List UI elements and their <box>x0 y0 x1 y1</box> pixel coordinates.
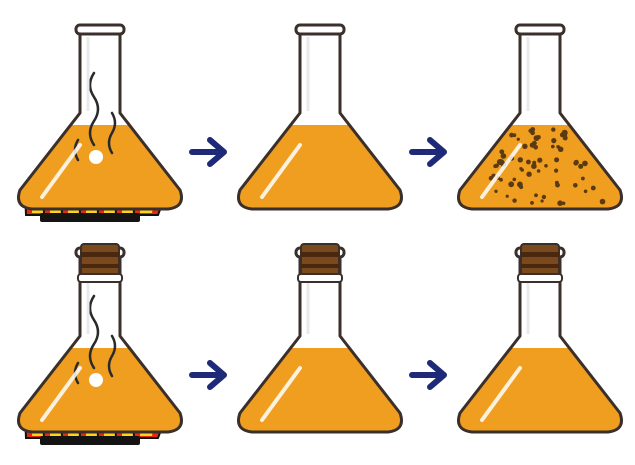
right-arrow-icon <box>409 137 447 167</box>
boiling-open-flask <box>17 23 183 222</box>
liquid <box>458 125 622 209</box>
microbial-growth-icon <box>488 127 606 206</box>
glass-highlight <box>40 143 82 199</box>
boiling-stoppered-flask <box>17 243 183 445</box>
glass-highlight <box>260 143 302 199</box>
liquid <box>238 125 402 209</box>
glass-highlight <box>480 143 522 199</box>
liquid <box>18 125 182 209</box>
flask-outline <box>457 31 623 211</box>
cork-stopper-icon <box>297 243 343 283</box>
cork-stopper-icon <box>77 243 123 283</box>
burner-base-icon <box>40 436 140 445</box>
flask-lip <box>294 23 346 36</box>
cooled-stoppered-flask <box>237 243 403 434</box>
liquid <box>238 348 402 432</box>
glass-highlight <box>40 366 82 422</box>
open-flask-sequence <box>17 23 623 222</box>
flask-outline <box>17 254 183 434</box>
liquid <box>458 348 622 432</box>
bubble-icon <box>89 150 103 164</box>
right-arrow-icon <box>189 137 227 167</box>
right-arrow-icon <box>409 360 447 390</box>
flask-lip <box>74 23 126 36</box>
flask-outline <box>457 254 623 434</box>
glass-highlight <box>480 366 522 422</box>
right-arrow-icon <box>189 360 227 390</box>
sterile-stoppered-flask <box>457 243 623 434</box>
glass-highlight <box>260 366 302 422</box>
flask-lip <box>514 23 566 36</box>
liquid <box>18 348 182 432</box>
cork-stopper-icon <box>517 243 563 283</box>
flask-outline <box>237 254 403 434</box>
cooled-open-flask <box>237 23 403 211</box>
bubble-icon <box>89 373 103 387</box>
flask-outline <box>237 31 403 211</box>
burner-base-icon <box>40 213 140 222</box>
stoppered-flask-sequence <box>17 243 623 445</box>
contaminated-open-flask <box>457 23 623 211</box>
flask-outline <box>17 31 183 211</box>
